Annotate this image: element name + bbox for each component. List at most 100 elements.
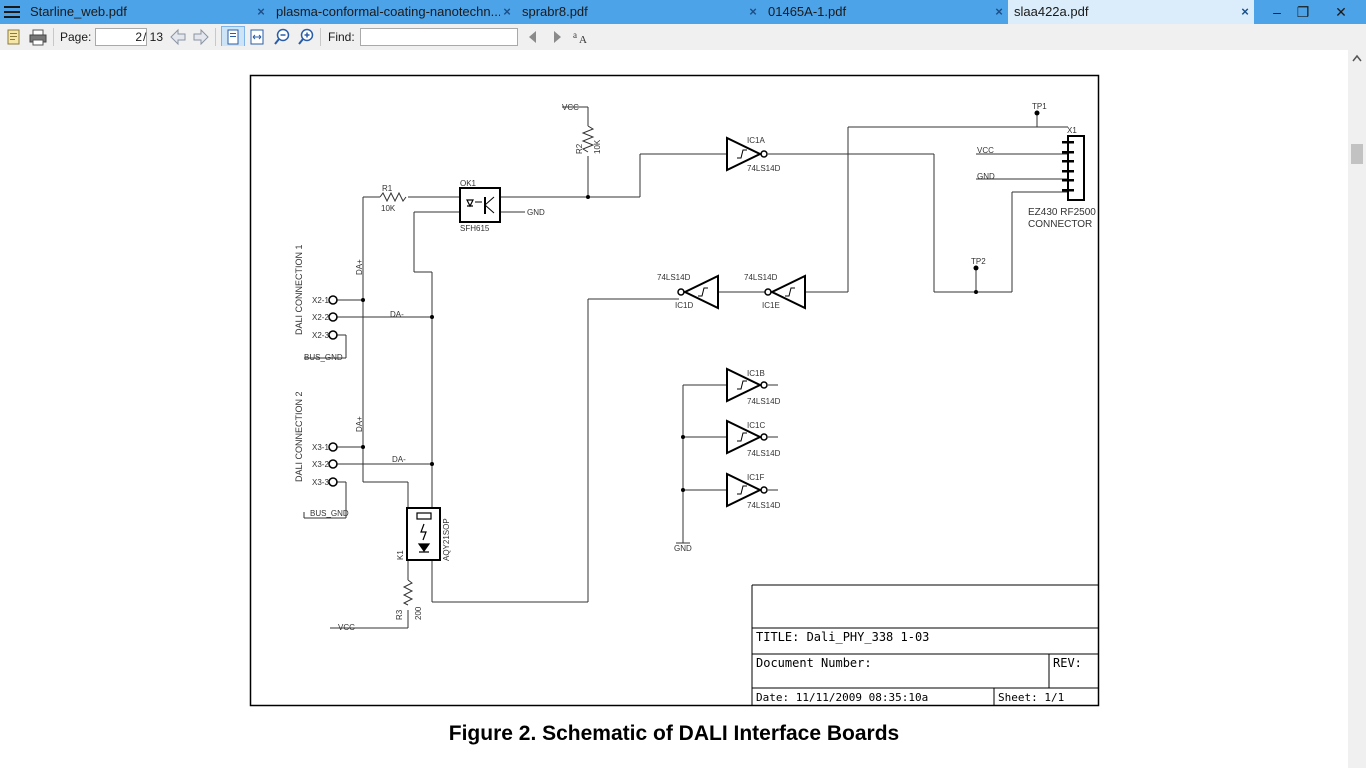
toolbar: Page: 2 / 13 Find: a A — [0, 24, 1366, 51]
document-viewer[interactable] — [0, 50, 1348, 768]
figure-caption: Figure 2. Schematic of DALI Interface Bo… — [448, 722, 900, 745]
ic1f-part: 74LS14D — [747, 501, 781, 510]
find-label: Find: — [328, 30, 355, 44]
find-previous-icon[interactable] — [526, 27, 540, 47]
zoom-in-icon[interactable] — [297, 27, 315, 47]
resistor-r1 — [379, 191, 407, 203]
minimize-button[interactable]: – — [1273, 4, 1281, 20]
connector-gnd-label: GND — [977, 172, 995, 181]
inverter-ic1a — [726, 136, 768, 172]
optocoupler-ok1 — [459, 187, 501, 223]
dali-connection-1-label: DALI CONNECTION 1 — [294, 244, 304, 335]
find-input[interactable] — [360, 28, 518, 46]
sfh615-label: SFH615 — [460, 224, 490, 233]
vertical-scrollbar[interactable] — [1348, 50, 1366, 768]
resistor-r2 — [581, 125, 595, 153]
da-plus-2-label: DA+ — [355, 416, 364, 432]
x3-3-label: X3-3 — [312, 478, 329, 487]
fit-page-icon[interactable] — [221, 26, 245, 46]
tab-slaa422a[interactable]: slaa422a.pdf — [1008, 0, 1254, 24]
ic1e-label: IC1E — [762, 301, 780, 310]
rev-text: REV: — [1053, 656, 1082, 670]
relay-k1 — [406, 507, 441, 561]
r2-label: R2 — [575, 143, 584, 154]
ok1-label: OK1 — [460, 179, 477, 188]
next-page-icon[interactable] — [192, 27, 210, 47]
page-label: Page: — [60, 30, 92, 44]
inverter-ic1c — [726, 419, 768, 455]
tp1-label: TP1 — [1032, 102, 1047, 111]
inverter-ic1e — [764, 274, 806, 310]
vcc-label: VCC — [562, 103, 579, 112]
bus-gnd-1-label: BUS_GND — [304, 353, 343, 362]
tab-sprabr8[interactable]: sprabr8.pdf — [516, 0, 746, 24]
separator — [320, 28, 321, 46]
inverter-ic1d — [677, 274, 719, 310]
wires — [303, 106, 1068, 629]
inverter-ic1b — [726, 367, 768, 403]
close-icon[interactable]: × — [503, 4, 511, 19]
x1-label: X1 — [1067, 126, 1077, 135]
ic1b-part: 74LS14D — [747, 397, 781, 406]
gnd-label: GND — [527, 208, 545, 217]
tab-bar: Starline_web.pdf × plasma-conformal-coat… — [0, 0, 1366, 24]
sheet-text: Sheet: 1/1 — [998, 691, 1064, 704]
k1-label: K1 — [396, 550, 405, 560]
tab-01465a[interactable]: 01465A-1.pdf — [762, 0, 992, 24]
close-icon[interactable]: × — [995, 4, 1003, 19]
tab-plasma[interactable]: plasma-conformal-coating-nanotechn... — [270, 0, 500, 24]
zoom-out-icon[interactable] — [273, 27, 291, 47]
r1-value: 10K — [381, 204, 396, 213]
close-icon[interactable]: × — [257, 4, 265, 19]
ic1e-part: 74LS14D — [744, 273, 778, 282]
date-text: Date: 11/11/2009 08:35:10a — [756, 691, 928, 704]
scrollbar-thumb[interactable] — [1351, 144, 1363, 164]
separator — [53, 28, 54, 46]
r1-label: R1 — [382, 184, 393, 193]
connector-x1 — [1062, 135, 1085, 201]
da-minus-2-label: DA- — [392, 455, 406, 464]
tab-label: Starline_web.pdf — [30, 4, 127, 19]
fit-width-icon[interactable] — [249, 27, 265, 47]
match-case-icon[interactable]: a A — [572, 27, 590, 47]
ic1b-label: IC1B — [747, 369, 765, 378]
aqy21sop-label: AQY21SOP — [442, 518, 451, 561]
tab-label: 01465A-1.pdf — [768, 4, 847, 19]
page-number-input[interactable]: 2 — [95, 28, 147, 46]
tab-label: plasma-conformal-coating-nanotechn... — [276, 4, 500, 19]
r2-value: 10K — [593, 139, 602, 154]
print-icon[interactable] — [29, 27, 47, 47]
schematic-figure: TITLE: Dali_PHY_338 1-03 Document Number… — [249, 74, 1100, 707]
r3-value: 200 — [414, 606, 423, 620]
connector-label: CONNECTOR — [1028, 219, 1092, 230]
da-plus-1-label: DA+ — [355, 259, 364, 275]
ic1f-label: IC1F — [747, 473, 764, 482]
tab-starline[interactable]: Starline_web.pdf — [24, 0, 272, 24]
ez430-label: EZ430 RF2500 — [1028, 207, 1096, 218]
x2-2-label: X2-2 — [312, 313, 329, 322]
ic1c-part: 74LS14D — [747, 449, 781, 458]
junction-dots — [361, 110, 1040, 492]
ic1a-part: 74LS14D — [747, 164, 781, 173]
r3-label: R3 — [395, 609, 404, 620]
restore-button[interactable]: ❐ — [1296, 4, 1310, 20]
dali-connection-2-label: DALI CONNECTION 2 — [294, 391, 304, 482]
document-number-text: Document Number: — [756, 656, 872, 670]
ic1d-part: 74LS14D — [657, 273, 691, 282]
open-file-icon[interactable] — [6, 27, 22, 47]
find-next-icon[interactable] — [550, 27, 564, 47]
inverter-ic1f — [726, 472, 768, 508]
menu-icon[interactable] — [4, 4, 20, 20]
schematic-border — [249, 74, 1100, 707]
previous-page-icon[interactable] — [169, 27, 187, 47]
close-icon[interactable]: × — [1241, 4, 1249, 19]
close-icon[interactable]: × — [749, 4, 757, 19]
gnd-bottom-label: GND — [674, 544, 692, 553]
resistor-r3 — [402, 579, 414, 606]
tp2-label: TP2 — [971, 257, 986, 266]
scroll-up-icon[interactable] — [1352, 54, 1362, 62]
close-window-button[interactable]: ✕ — [1335, 4, 1347, 20]
dali-terminals — [328, 295, 338, 487]
page-total: / 13 — [143, 30, 164, 44]
title-block — [751, 584, 1098, 705]
